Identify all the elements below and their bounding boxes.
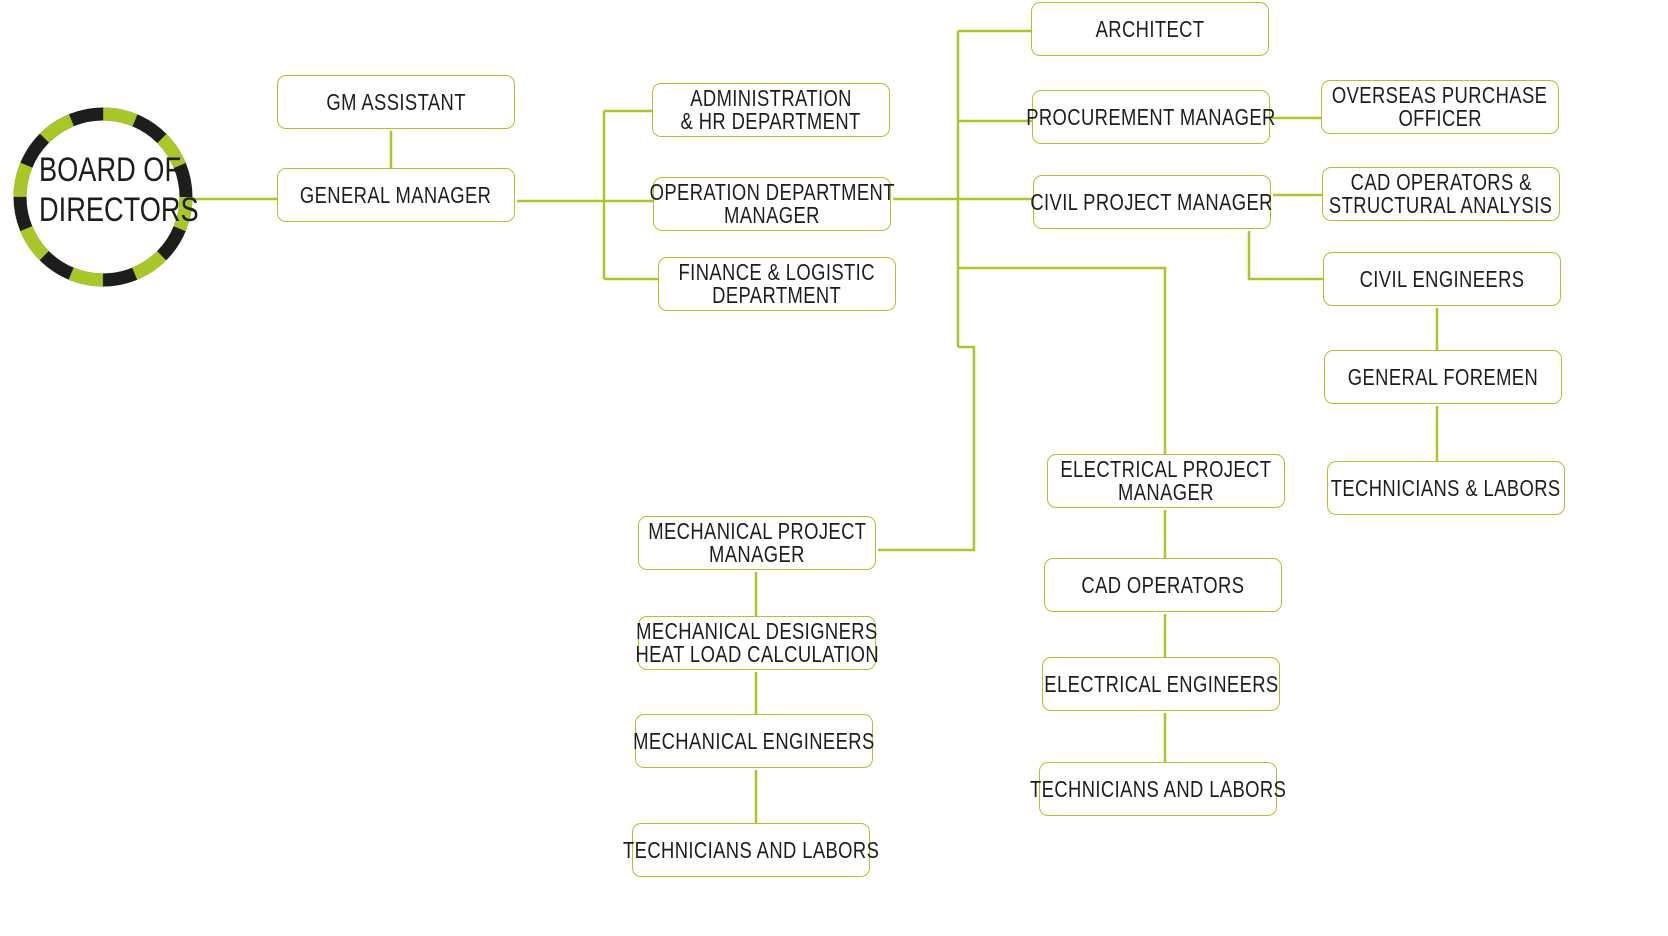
node-label: STRUCTURAL ANALYSIS: [1329, 192, 1553, 218]
node-label: GENERAL MANAGER: [300, 181, 492, 208]
node-label: TECHNICIANS AND LABORS: [1029, 775, 1287, 802]
node-label: CAD OPERATORS: [1081, 571, 1245, 598]
node-label: ARCHITECT: [1095, 15, 1205, 42]
node-label: DEPARTMENT: [712, 282, 842, 308]
node-label: CAD OPERATORS &: [1350, 169, 1532, 195]
board-of-directors[interactable]: BOARD OF DIRECTORS: [23, 150, 199, 230]
connector: [878, 29, 1167, 552]
node-mechanical-engineers[interactable]: MECHANICAL ENGINEERS: [633, 714, 875, 768]
node-label: MECHANICAL DESIGNERS: [636, 618, 878, 644]
node-gm-assistant[interactable]: GM ASSISTANT: [277, 75, 515, 129]
connector: [1247, 231, 1323, 281]
node-label: PROCUREMENT MANAGER: [1026, 103, 1276, 130]
node-label: CIVIL PROJECT MANAGER: [1030, 188, 1274, 215]
node-admin-hr[interactable]: ADMINISTRATION& HR DEPARTMENT: [652, 83, 890, 137]
node-label: ELECTRICAL PROJECT: [1060, 456, 1272, 482]
node-cad-structural[interactable]: CAD OPERATORS &STRUCTURAL ANALYSIS: [1322, 167, 1560, 221]
node-label: ADMINISTRATION: [690, 85, 852, 111]
node-general-manager[interactable]: GENERAL MANAGER: [277, 168, 515, 222]
board-ring: [13, 107, 193, 287]
node-label: HEAT LOAD CALCULATION: [635, 641, 879, 667]
node-label: OFFICER: [1398, 105, 1482, 131]
node-label: CIVIL ENGINEERS: [1359, 265, 1525, 292]
board-label: DIRECTORS: [39, 191, 199, 229]
node-label: OVERSEAS PURCHASE: [1332, 82, 1548, 108]
node-procurement[interactable]: PROCUREMENT MANAGER: [1026, 90, 1275, 144]
node-label: FINANCE & LOGISTIC: [678, 259, 876, 285]
node-architect[interactable]: ARCHITECT: [1031, 2, 1269, 56]
node-label: MANAGER: [709, 541, 805, 567]
node-civil-pm[interactable]: CIVIL PROJECT MANAGER: [1030, 175, 1274, 229]
node-label: TECHNICIANS AND LABORS: [622, 836, 880, 863]
node-label: OPERATION DEPARTMENT: [649, 179, 895, 205]
node-mechanical-technicians[interactable]: TECHNICIANS AND LABORS: [623, 823, 879, 877]
node-label: MANAGER: [1118, 479, 1214, 505]
node-civil-technicians[interactable]: TECHNICIANS & LABORS: [1327, 461, 1565, 515]
node-label: MECHANICAL PROJECT: [647, 518, 867, 544]
node-label: GM ASSISTANT: [326, 88, 466, 115]
node-general-foremen[interactable]: GENERAL FOREMEN: [1324, 350, 1562, 404]
node-electrical-engineers[interactable]: ELECTRICAL ENGINEERS: [1042, 657, 1280, 711]
node-label: GENERAL FOREMEN: [1347, 363, 1539, 390]
node-civil-engineers[interactable]: CIVIL ENGINEERS: [1323, 252, 1561, 306]
node-label: TECHNICIANS & LABORS: [1331, 474, 1561, 501]
board-label: BOARD OF: [39, 151, 182, 189]
node-label: MANAGER: [724, 202, 820, 228]
node-cad-operators[interactable]: CAD OPERATORS: [1044, 558, 1282, 612]
node-label: ELECTRICAL ENGINEERS: [1043, 670, 1279, 697]
node-label: MECHANICAL ENGINEERS: [633, 727, 875, 754]
node-electrical-technicians[interactable]: TECHNICIANS AND LABORS: [1030, 762, 1286, 816]
connector: [517, 109, 658, 281]
node-label: & HR DEPARTMENT: [680, 108, 862, 134]
